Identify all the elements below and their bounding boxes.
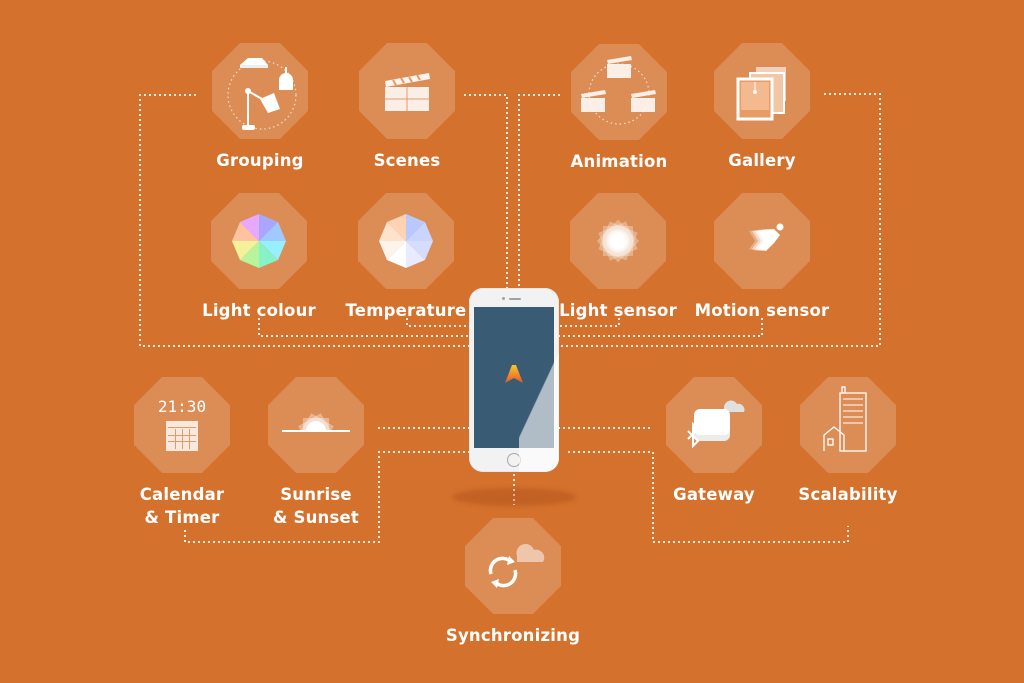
feature-label: Animation — [570, 152, 668, 171]
clapperboard-icon — [385, 73, 430, 111]
feature-label: Calendar & Timer — [112, 483, 252, 529]
feature-scenes[interactable]: Scenes — [337, 43, 477, 172]
phone-speaker — [509, 298, 521, 300]
smartphone[interactable] — [469, 288, 559, 472]
sync-cloud-icon — [488, 543, 545, 588]
running-person-icon — [749, 223, 784, 251]
photo-gallery-icon — [736, 67, 786, 121]
feature-label: Scenes — [373, 151, 441, 170]
tile-sunrise-sunset — [268, 377, 364, 473]
phone-home-button[interactable] — [507, 453, 521, 467]
feature-scalability[interactable]: Scalability — [778, 377, 918, 506]
tile-temperature — [358, 193, 454, 289]
temperature-wheel-icon — [379, 214, 433, 268]
lamps-group-icon — [227, 58, 297, 130]
feature-label: Scalability — [798, 485, 898, 504]
light-burst-icon — [596, 219, 640, 263]
feature-label: Sunrise & Sunset — [246, 483, 386, 529]
feature-label: Gateway — [673, 485, 755, 504]
tile-light-sensor — [570, 193, 666, 289]
gateway-bluetooth-cloud-icon — [687, 400, 745, 449]
phone-screen[interactable] — [474, 307, 554, 448]
feature-label-line2: & Sunset — [272, 508, 359, 527]
building-house-icon — [823, 386, 867, 452]
clock-text: 21:30 — [158, 397, 206, 416]
feature-label: Light colour — [202, 301, 316, 320]
feature-grouping[interactable]: Grouping — [190, 43, 330, 172]
app-logo-arrow-icon — [505, 365, 523, 383]
feature-motion-sensor[interactable]: Motion sensor — [692, 193, 832, 322]
tile-synchronizing — [465, 518, 561, 614]
feature-label-line2: & Timer — [144, 508, 220, 527]
tile-scenes — [359, 43, 455, 139]
phone-shadow — [452, 488, 576, 506]
feature-calendar-timer[interactable]: 21:30 Calendar & Timer — [112, 377, 252, 529]
tile-gallery — [714, 43, 810, 139]
tile-grouping — [212, 43, 308, 139]
tile-calendar-timer: 21:30 — [134, 377, 230, 473]
feature-label: Grouping — [216, 151, 304, 170]
feature-label: Gallery — [728, 151, 796, 170]
feature-label: Temperature — [345, 301, 467, 320]
feature-light-colour[interactable]: Light colour — [189, 193, 329, 322]
feature-synchronizing[interactable]: Synchronizing — [443, 518, 583, 647]
tile-light-colour — [211, 193, 307, 289]
feature-light-sensor[interactable]: Light sensor — [548, 193, 688, 322]
tile-motion-sensor — [714, 193, 810, 289]
feature-gallery[interactable]: Gallery — [692, 43, 832, 172]
feature-gateway[interactable]: Gateway — [644, 377, 784, 506]
feature-label-line1: Sunrise — [280, 485, 352, 504]
calendar-clock-icon: 21:30 — [158, 397, 206, 451]
tile-scalability — [800, 377, 896, 473]
feature-sunrise-sunset[interactable]: Sunrise & Sunset — [246, 377, 386, 529]
sunrise-icon — [282, 413, 350, 432]
clapperboards-cycle-icon — [581, 56, 656, 125]
feature-label: Motion sensor — [694, 301, 830, 320]
feature-label: Synchronizing — [445, 626, 581, 645]
feature-animation[interactable]: Animation — [549, 44, 689, 173]
tile-gateway — [666, 377, 762, 473]
phone-camera — [502, 297, 505, 300]
feature-label-line1: Calendar — [139, 485, 225, 504]
tile-animation — [571, 44, 667, 140]
color-wheel-icon — [232, 214, 286, 268]
feature-label: Light sensor — [559, 301, 677, 320]
feature-temperature[interactable]: Temperature — [336, 193, 476, 322]
